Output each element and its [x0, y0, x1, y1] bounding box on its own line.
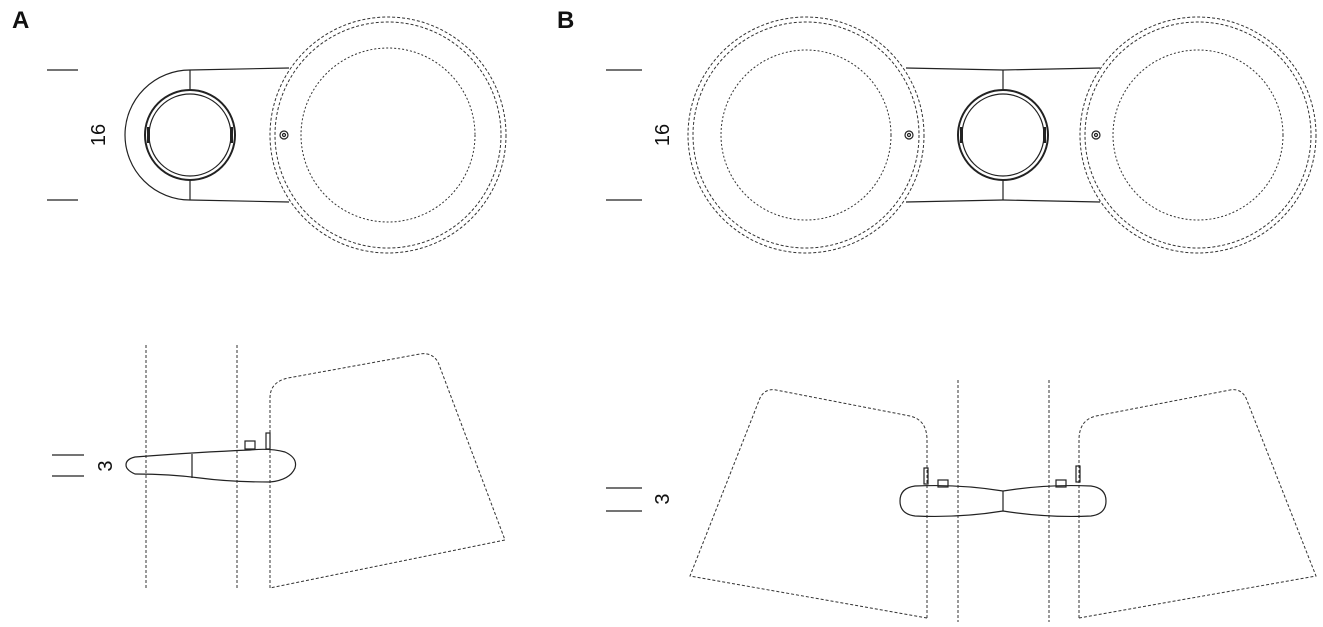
- bowl-right-base: [1112, 49, 1284, 221]
- pole-ring-inner: [961, 93, 1045, 177]
- panel-a: A 16: [12, 7, 507, 590]
- panel-a-side-view: 3: [52, 345, 506, 590]
- screw-left-outer: [904, 130, 914, 140]
- pole-pad-left: [147, 127, 150, 143]
- arm-edge-bottom: [189, 199, 290, 203]
- arm-edge-bottom-left: [905, 199, 1004, 203]
- panel-b-top-view: 16: [606, 16, 1317, 254]
- panel-a-top-view: 16: [47, 16, 507, 254]
- pole-pad-right: [1043, 127, 1046, 143]
- arm-clip: [244, 440, 256, 450]
- panel-b-label: B: [557, 7, 574, 34]
- arm-profile: [125, 448, 297, 483]
- bowl-rim-outer: [269, 16, 507, 254]
- arm-profile: [899, 484, 1107, 518]
- panel-a-label: A: [12, 7, 29, 34]
- screw-left-inner: [906, 132, 912, 138]
- bowl-profile: [269, 353, 506, 589]
- panel-b-side-view: 3: [606, 380, 1317, 622]
- bowl-left-base: [720, 49, 892, 221]
- bowl-base: [300, 47, 476, 223]
- dimension-label-16: 16: [88, 124, 110, 146]
- bowl-rim-inner: [274, 21, 502, 249]
- screw-outer: [279, 130, 289, 140]
- bowl-bracket-left: [923, 467, 929, 485]
- panel-b: B 16: [557, 7, 1317, 622]
- screw-inner: [281, 132, 287, 138]
- bowl-right-profile: [1078, 389, 1317, 619]
- screw-right-outer: [1091, 130, 1101, 140]
- bowl-right-rim-outer: [1079, 16, 1317, 254]
- bowl-bracket-right: [1075, 465, 1081, 483]
- arm-edge-top-left: [905, 67, 1004, 71]
- arm-clip-right: [1055, 479, 1067, 488]
- pole-pad-left: [960, 127, 963, 143]
- pole-ring-inner: [148, 93, 232, 177]
- pole-pad-right: [230, 127, 233, 143]
- bowl-left-profile: [689, 389, 928, 619]
- bowl-right-rim-inner: [1084, 21, 1312, 249]
- clamp-outer-arc: [124, 69, 191, 201]
- bowl-bracket: [265, 432, 271, 450]
- bowl-left-rim-outer: [687, 16, 925, 254]
- dimension-label-16: 16: [652, 124, 674, 146]
- dimension-label-3: 3: [95, 460, 117, 471]
- dimension-label-3: 3: [652, 493, 674, 504]
- arm-edge-top: [189, 67, 290, 71]
- screw-right-inner: [1093, 132, 1099, 138]
- pole-ring-outer: [957, 89, 1049, 181]
- arm-edge-bottom-right: [1002, 199, 1101, 203]
- pole-ring-outer: [144, 89, 236, 181]
- bowl-left-rim-inner: [692, 21, 920, 249]
- arm-edge-top-right: [1002, 67, 1101, 71]
- arm-clip-left: [937, 479, 949, 488]
